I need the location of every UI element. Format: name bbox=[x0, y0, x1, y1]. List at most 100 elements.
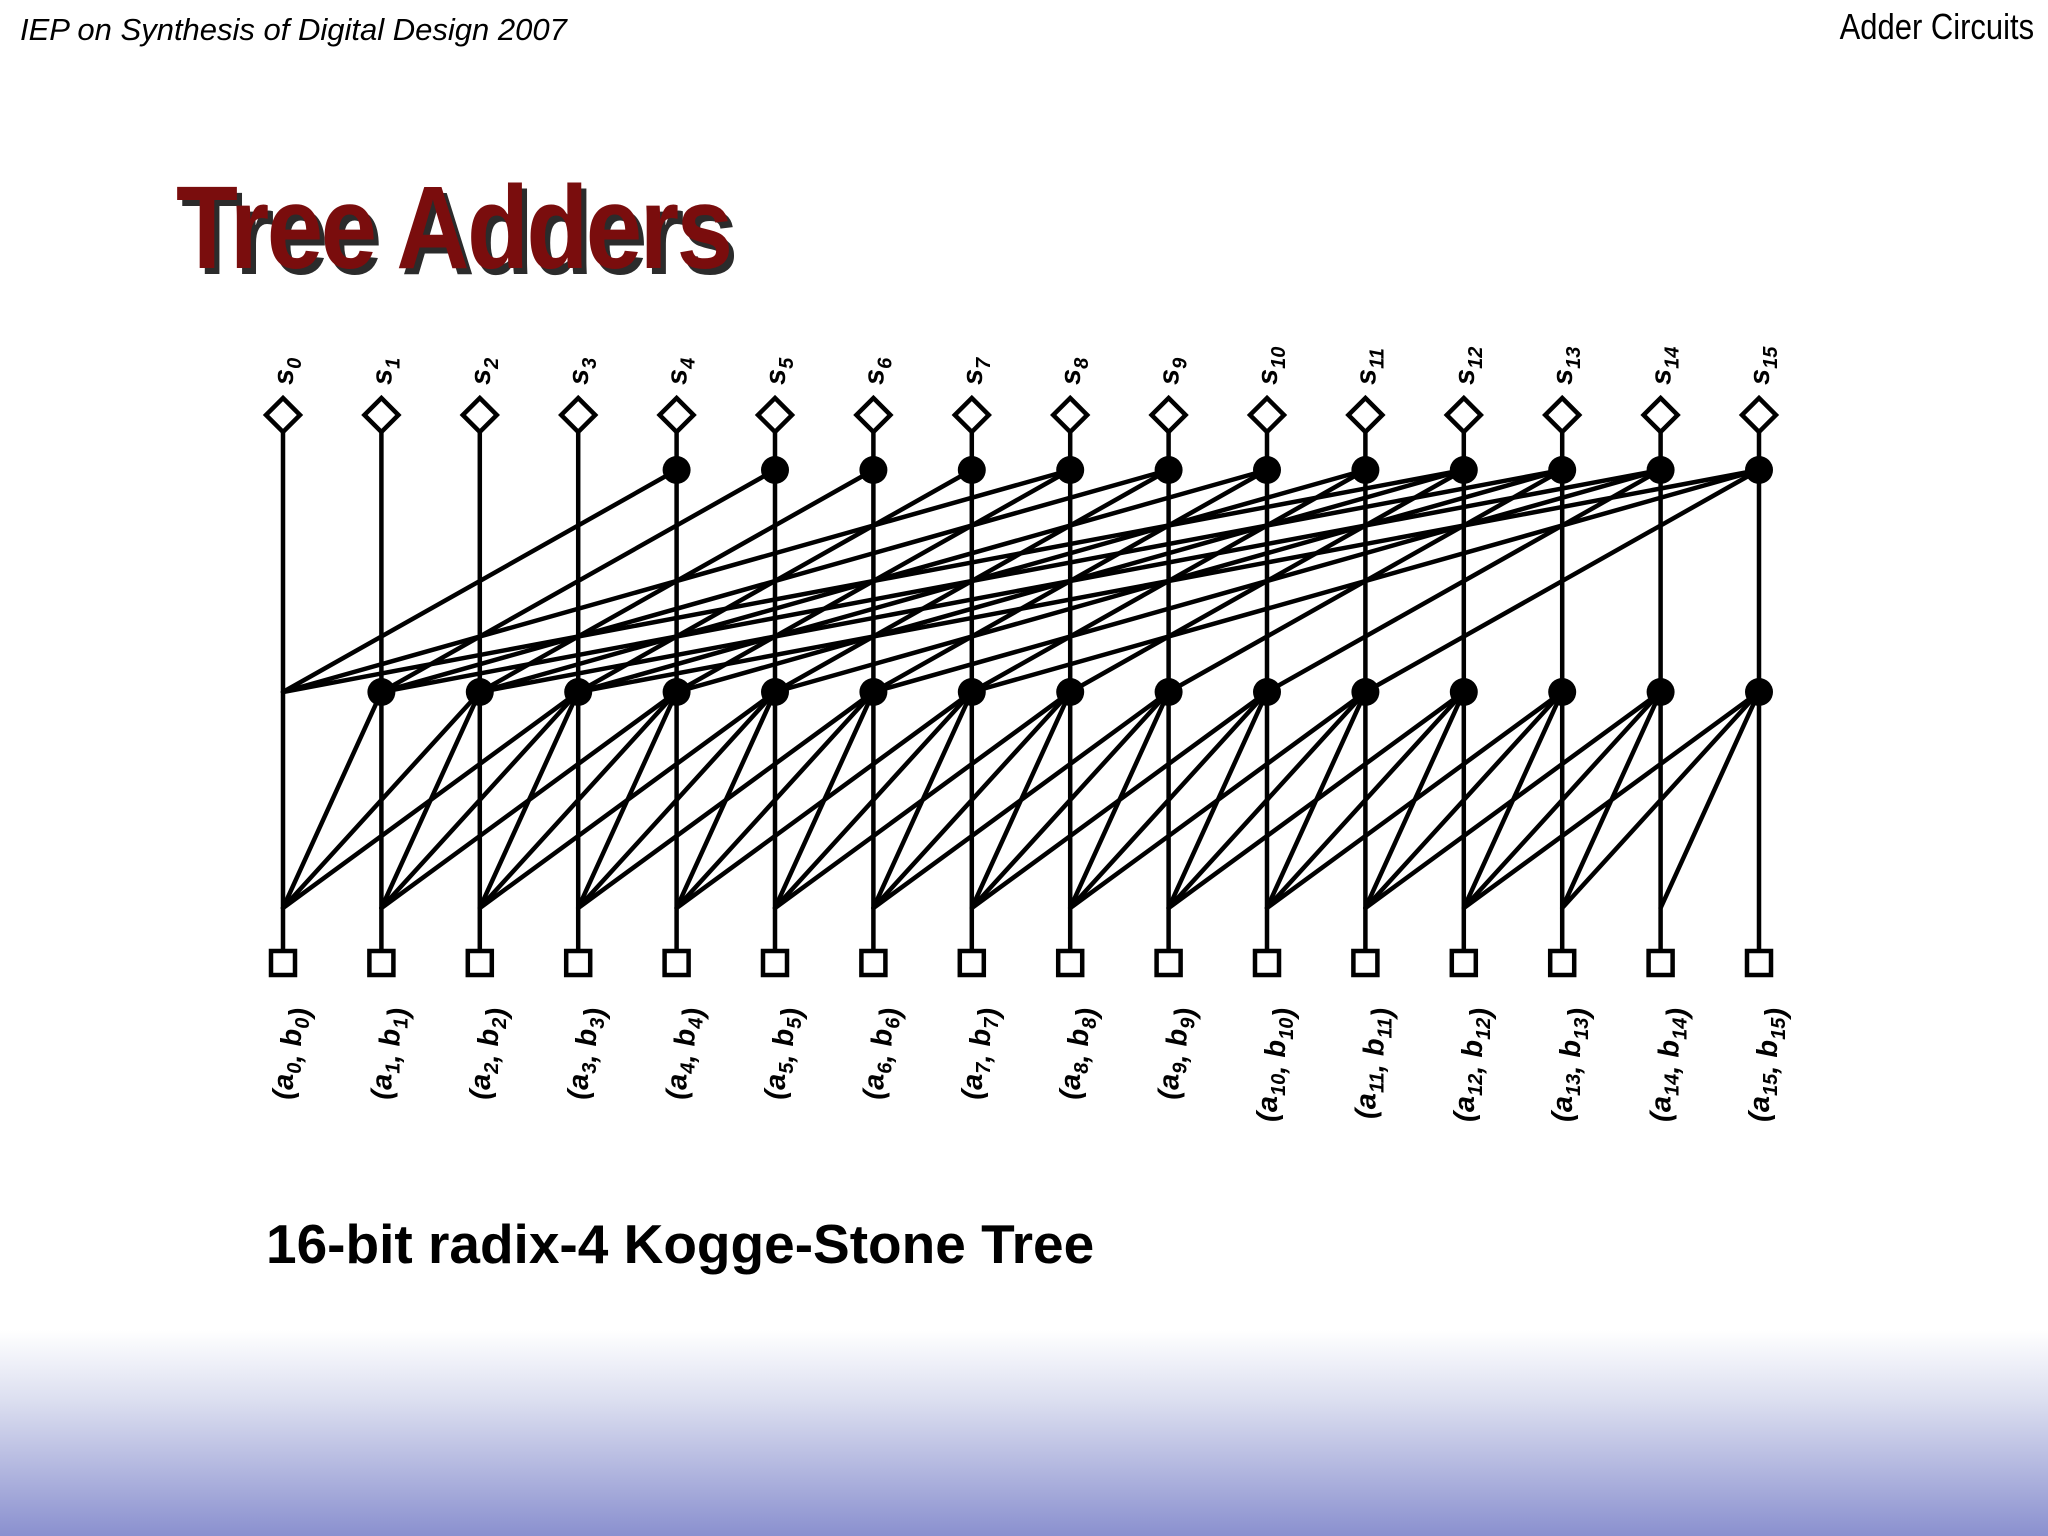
input-label-4: (a4, b4) bbox=[662, 1008, 710, 1100]
input-square-7 bbox=[957, 948, 987, 978]
input-label-13: (a13, b13) bbox=[1547, 1008, 1595, 1122]
level1-wire-14-11 bbox=[1363, 689, 1663, 911]
sum-output-diamond-14 bbox=[1640, 394, 1681, 436]
prefix-node-l1-2 bbox=[465, 678, 494, 706]
sum-label-8: s8 bbox=[1055, 357, 1093, 385]
prefix-node-l2-14 bbox=[1646, 456, 1675, 484]
level1-wire-11-8 bbox=[1067, 689, 1368, 911]
level1-wire-5-2 bbox=[477, 689, 778, 911]
prefix-node-l2-13 bbox=[1548, 456, 1577, 484]
input-square-3 bbox=[563, 948, 593, 978]
input-label-14: (a14, b14) bbox=[1646, 1008, 1694, 1122]
sum-output-diamond-13 bbox=[1542, 394, 1583, 436]
input-square-10 bbox=[1252, 948, 1282, 978]
input-square-13 bbox=[1547, 948, 1577, 978]
level1-wire-10-8 bbox=[1067, 689, 1270, 911]
level2-wire-9-1 bbox=[379, 467, 1171, 695]
level1-wire-8-6 bbox=[871, 689, 1073, 911]
level1-wire-3-1 bbox=[379, 689, 581, 911]
input-label-3: (a3, b3) bbox=[563, 1008, 611, 1100]
prefix-node-l1-3 bbox=[564, 678, 593, 706]
input-label-5: (a5, b5) bbox=[760, 1008, 808, 1100]
input-label-7: (a7, b7) bbox=[957, 1008, 1005, 1100]
sum-label-11: s11 bbox=[1350, 348, 1388, 385]
level1-wire-13-11 bbox=[1363, 689, 1565, 911]
level1-wire-6-4 bbox=[674, 689, 876, 911]
level2-wire-5-1 bbox=[379, 467, 778, 695]
sum-output-diamond-9 bbox=[1148, 394, 1189, 436]
prefix-node-l2-11 bbox=[1351, 456, 1380, 484]
prefix-node-l2-7 bbox=[957, 456, 986, 484]
prefix-node-l1-14 bbox=[1646, 678, 1675, 706]
level2-wire-12-0 bbox=[280, 467, 1467, 695]
sum-output-diamond-11 bbox=[1345, 394, 1386, 436]
prefix-node-l2-4 bbox=[662, 456, 691, 484]
prefix-node-l2-15 bbox=[1745, 456, 1773, 484]
sum-output-diamond-8 bbox=[1050, 394, 1091, 436]
sum-label-13: s13 bbox=[1547, 347, 1585, 385]
input-square-6 bbox=[859, 948, 888, 978]
sum-label-1: s1 bbox=[366, 358, 404, 385]
level2-wire-14-6 bbox=[871, 467, 1663, 695]
prefix-node-l1-5 bbox=[761, 678, 789, 706]
topic-header: Adder Circuits bbox=[1839, 6, 2034, 47]
input-label-8: (a8, b8) bbox=[1055, 1008, 1103, 1100]
input-label-2: (a2, b2) bbox=[465, 1008, 513, 1100]
input-label-10: (a10, b10) bbox=[1252, 1008, 1300, 1122]
sum-label-2: s2 bbox=[465, 358, 503, 385]
prefix-node-l2-10 bbox=[1253, 456, 1281, 484]
input-label-15: (a15, b15) bbox=[1744, 1008, 1792, 1122]
level1-wire-9-6 bbox=[871, 689, 1171, 911]
level1-wire-5-3 bbox=[575, 689, 778, 911]
prefix-node-l1-6 bbox=[859, 678, 888, 706]
sum-label-4: s4 bbox=[662, 358, 700, 385]
prefix-node-l2-8 bbox=[1056, 456, 1085, 484]
level2-wire-8-0 bbox=[280, 467, 1073, 695]
input-square-2 bbox=[465, 948, 495, 978]
level2-wire-14-2 bbox=[477, 467, 1663, 695]
sum-output-diamond-7 bbox=[951, 394, 992, 436]
sum-label-12: s12 bbox=[1449, 347, 1487, 385]
level1-wire-6-3 bbox=[575, 689, 876, 911]
prefix-node-l1-4 bbox=[662, 678, 691, 706]
input-square-9 bbox=[1154, 948, 1183, 978]
sum-output-diamond-4 bbox=[656, 394, 697, 436]
input-square-0 bbox=[268, 948, 298, 978]
sum-label-0: s0 bbox=[268, 358, 306, 385]
input-label-11: (a11, b11) bbox=[1350, 1008, 1398, 1119]
input-square-14 bbox=[1646, 948, 1675, 978]
course-header: IEP on Synthesis of Digital Design 2007 bbox=[20, 12, 567, 47]
prefix-node-l1-15 bbox=[1745, 678, 1773, 706]
prefix-node-l2-12 bbox=[1449, 456, 1478, 484]
input-square-15 bbox=[1744, 948, 1774, 978]
level1-wire-9-7 bbox=[969, 689, 1171, 911]
prefix-node-l1-12 bbox=[1449, 678, 1478, 706]
prefix-node-l1-10 bbox=[1253, 678, 1281, 706]
input-square-8 bbox=[1055, 948, 1085, 978]
sum-output-diamond-10 bbox=[1246, 394, 1288, 436]
level2-wire-15-11 bbox=[1363, 467, 1762, 695]
sum-label-6: s6 bbox=[858, 357, 896, 385]
sum-output-diamond-6 bbox=[853, 394, 894, 436]
level2-wire-15-3 bbox=[575, 467, 1762, 695]
prefix-node-l1-9 bbox=[1154, 678, 1183, 706]
level1-wire-10-7 bbox=[969, 689, 1270, 911]
prefix-node-l1-8 bbox=[1056, 678, 1085, 706]
level1-wire-7-5 bbox=[772, 689, 975, 911]
level1-wire-4-2 bbox=[477, 689, 679, 911]
prefix-node-l1-1 bbox=[367, 678, 396, 706]
sum-label-5: s5 bbox=[760, 357, 798, 385]
input-label-6: (a6, b6) bbox=[858, 1008, 906, 1100]
input-square-1 bbox=[367, 948, 396, 978]
input-square-4 bbox=[662, 948, 691, 978]
slide-title: Tree Adders bbox=[176, 162, 733, 294]
labels: s0s1s2s3s4s5s6s7s8s9s10s11s12s13s14s15(a… bbox=[268, 346, 1792, 1122]
level1-wire-11-9 bbox=[1166, 689, 1368, 911]
input-square-5 bbox=[760, 948, 790, 978]
level1-wire-1-0 bbox=[280, 689, 384, 911]
diagram-caption: 16-bit radix-4 Kogge-Stone Tree bbox=[266, 1213, 1095, 1275]
level2-wire-4-0 bbox=[280, 467, 679, 695]
level1-wire-14-12 bbox=[1461, 689, 1663, 911]
nodes bbox=[262, 394, 1780, 978]
